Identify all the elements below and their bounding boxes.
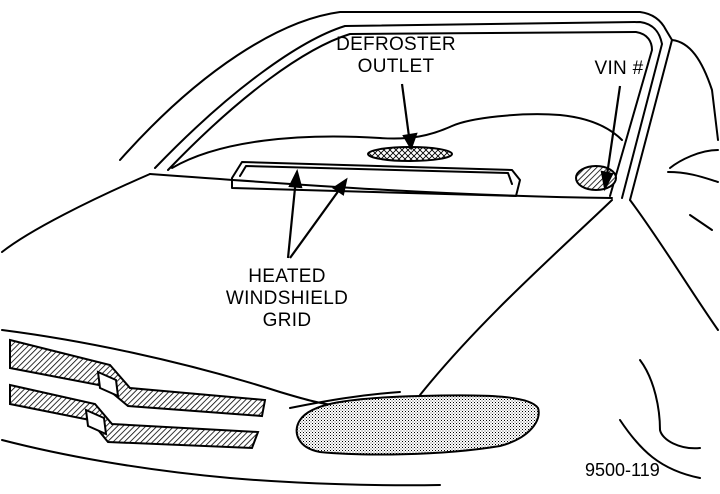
nose-line	[289, 391, 401, 409]
grid-arrowhead-1	[288, 168, 303, 189]
defroster-label-line-1: DEFROSTER	[336, 34, 456, 55]
defroster-outlet-vent	[367, 146, 453, 162]
headlight	[295, 394, 540, 456]
grid-label-line-1: HEATED	[248, 266, 326, 287]
side-mirror	[669, 149, 719, 169]
defroster-label-line-2: OUTLET	[357, 56, 435, 77]
fender-line	[419, 199, 613, 396]
hood-crease	[1, 329, 341, 407]
mirror-tick	[689, 214, 713, 231]
hood-left-edge	[1, 173, 151, 253]
vin-arrow	[604, 85, 622, 183]
cowl-line	[149, 173, 613, 199]
grid-arrowhead-2	[332, 177, 348, 196]
defroster-arrowhead	[402, 132, 418, 151]
side-mirror-base	[667, 171, 719, 183]
right-pillar	[629, 39, 673, 201]
defroster-outlet-label: DEFROSTER OUTLET	[332, 34, 460, 78]
vin-arrowhead	[600, 170, 614, 192]
bumper-curve	[619, 419, 701, 479]
vin-label: VIN #	[594, 58, 644, 79]
windshield-frame-outer	[154, 21, 663, 199]
fender-outer	[671, 39, 719, 141]
grille-emblem	[96, 370, 120, 398]
grille-lower	[9, 383, 260, 450]
grille-emblem-lower	[84, 408, 108, 436]
heated-windshield-grid-label: HEATED WINDSHIELD GRID	[212, 266, 362, 332]
fender-body	[629, 199, 719, 331]
grid-arrow-2	[289, 185, 343, 259]
grid-arrow-1	[286, 177, 298, 259]
roof-line	[119, 11, 673, 161]
grille-upper	[9, 338, 267, 418]
bumper-line	[1, 439, 441, 487]
grid-label-line-2: WINDSHIELD	[225, 288, 349, 309]
grid-slot-inner	[239, 165, 513, 185]
dashboard-line	[171, 113, 623, 169]
defroster-arrow	[400, 83, 412, 145]
grid-label-line-3: GRID	[262, 310, 312, 331]
windshield-frame-inner	[167, 31, 653, 197]
figure-number: 9500-119	[585, 460, 660, 480]
grid-slot-outer	[231, 161, 521, 197]
wheel-arch	[639, 359, 701, 450]
